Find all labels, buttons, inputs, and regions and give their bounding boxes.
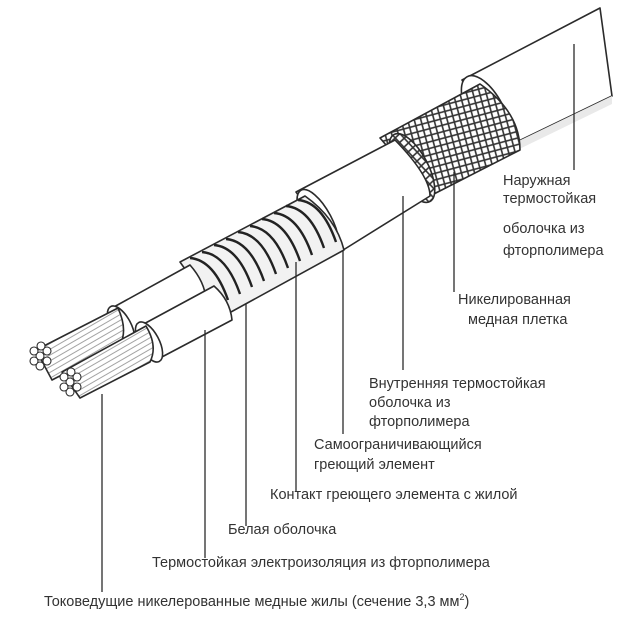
label-insulation: Термостойкая электроизоляция из фторполи… xyxy=(152,555,491,571)
label-inner-jacket-2: оболочка из xyxy=(369,395,451,411)
label-outer-jacket-2: термостойкая xyxy=(503,191,596,207)
label-heating-element-2: греющий элемент xyxy=(314,457,435,473)
label-outer-jacket-3: оболочка из xyxy=(503,221,585,237)
label-braid-2: медная плетка xyxy=(468,312,568,328)
label-contact: Контакт греющего элемента с жилой xyxy=(270,487,518,503)
label-heating-element-1: Самоограничивающийся xyxy=(314,437,482,453)
label-braid-1: Никелированная xyxy=(458,292,571,308)
label-outer-jacket-1: Наружная xyxy=(503,173,570,189)
label-inner-jacket-3: фторполимера xyxy=(369,414,470,430)
label-conductors: Токоведущие никелерованные медные жилы (… xyxy=(44,592,469,610)
label-white-sheath: Белая оболочка xyxy=(228,522,337,538)
label-outer-jacket-4: фторполимера xyxy=(503,243,604,259)
label-inner-jacket-1: Внутренняя термостойкая xyxy=(369,376,546,392)
